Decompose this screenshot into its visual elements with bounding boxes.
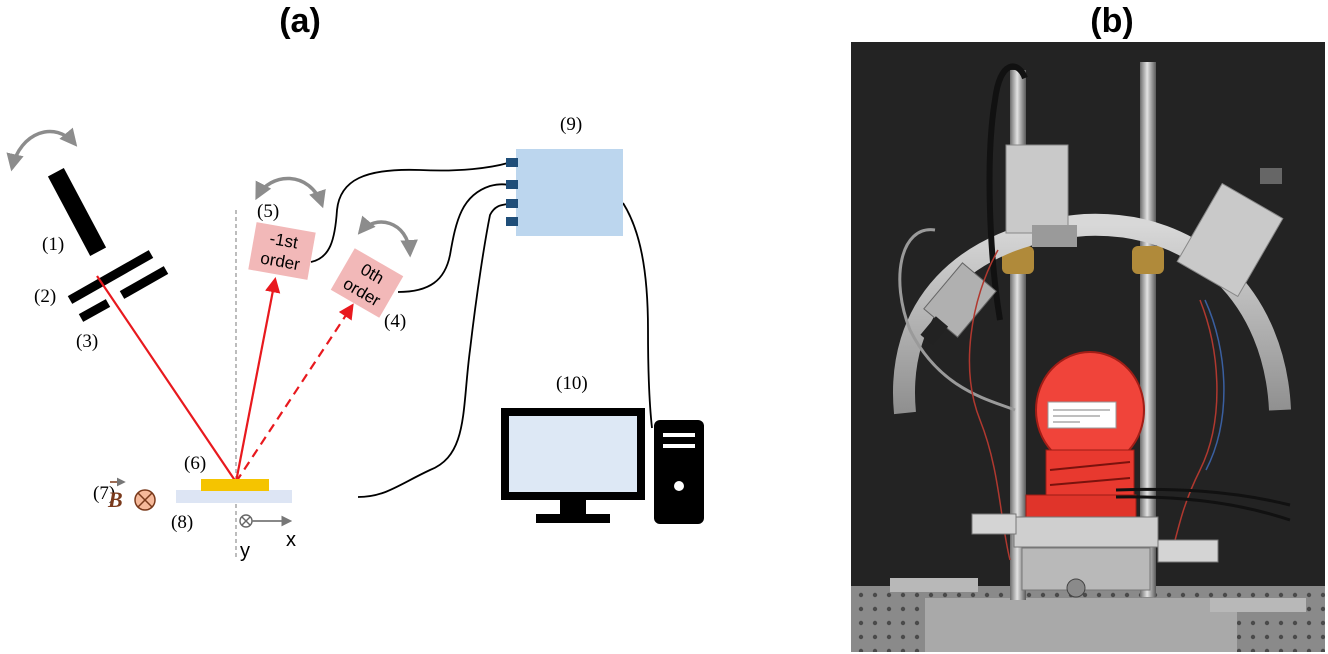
detector-zero-order: 0th order	[330, 248, 404, 318]
y-axis-label: y	[240, 540, 250, 562]
callout-8: (8)	[171, 512, 193, 533]
magnetic-field-symbol: B	[107, 487, 123, 512]
laser-rotation-arrow-icon	[6, 127, 78, 172]
detector-minus-first-line1: -1st	[268, 229, 299, 253]
incident-beam	[96, 275, 237, 483]
sample-film	[201, 479, 269, 491]
zero-order-beam	[235, 303, 354, 483]
callout-4: (4)	[384, 311, 406, 332]
panel-b-label: (b)	[1090, 2, 1133, 40]
field-into-page-icon	[134, 489, 156, 511]
callout-10: (10)	[556, 373, 588, 394]
base-plate	[925, 598, 1237, 652]
panel-b: (b)	[851, 2, 1325, 652]
coordinate-axes: x y	[239, 514, 296, 562]
callout-2: (2)	[34, 286, 56, 307]
minus-first-order-beam	[234, 276, 281, 483]
magnetic-field-vector-icon: B	[107, 477, 126, 512]
setup-photograph	[851, 42, 1325, 652]
x-axis-label: x	[286, 529, 296, 551]
laser-source	[47, 168, 107, 256]
goniometer-arc	[893, 213, 1291, 415]
aperture-slits	[67, 250, 169, 322]
micrometer-right	[1157, 539, 1219, 563]
panel-a: (a) (1) (2) (3) -1st order (5)	[6, 2, 704, 562]
callout-1: (1)	[42, 234, 64, 255]
computer	[501, 408, 704, 524]
callout-6: (6)	[184, 453, 206, 474]
substrate	[176, 490, 292, 503]
callout-3: (3)	[76, 331, 98, 352]
monitor-icon	[501, 408, 645, 523]
callout-5: (5)	[257, 201, 279, 222]
support-rod-right	[1140, 62, 1156, 597]
detector-zero-rotation-arrow-icon	[357, 215, 418, 258]
panel-a-label: (a)	[279, 2, 321, 40]
detector-minus-first-order: -1st order	[248, 222, 316, 280]
detector-minus-first-rotation-arrow-icon	[255, 176, 326, 209]
daq-port	[506, 180, 518, 189]
daq-port	[506, 199, 518, 208]
translation-stage	[1013, 516, 1159, 548]
sample-label-note	[1047, 401, 1117, 429]
data-acquisition-unit	[506, 149, 623, 236]
computer-tower-icon	[654, 420, 704, 524]
signal-cables	[310, 162, 653, 498]
callout-9: (9)	[560, 114, 582, 135]
callout-7: (7)	[93, 483, 115, 504]
micrometer-left	[971, 513, 1017, 535]
detector-housing-upper	[1005, 144, 1069, 234]
daq-port	[506, 158, 518, 167]
daq-port	[506, 217, 518, 226]
